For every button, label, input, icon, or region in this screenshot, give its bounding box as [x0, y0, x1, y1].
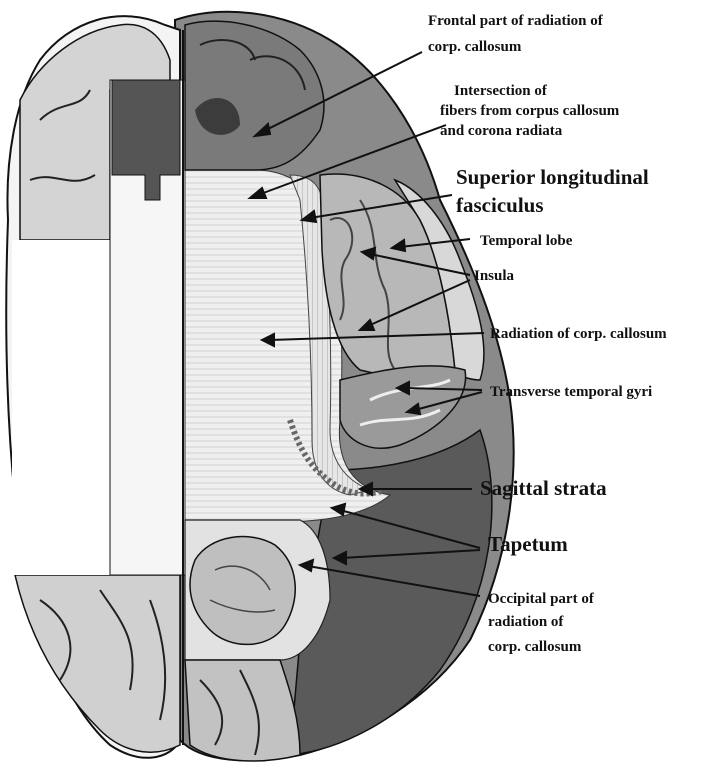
- label-occipital-radiation-3: corp. callosum: [488, 639, 582, 655]
- transverse-temporal-gyri: [339, 365, 467, 449]
- label-intersection: Intersection of: [454, 83, 548, 99]
- label-transverse-gyri: Transverse temporal gyri: [490, 384, 652, 400]
- left-frontal-gyri: [19, 23, 171, 241]
- label-intersection-2: fibers from corpus callosum: [440, 103, 620, 119]
- label-frontal-radiation: Frontal part of radiation of: [428, 13, 604, 29]
- label-occipital-radiation: Occipital part of: [488, 591, 595, 607]
- frontal-cut-block: [111, 79, 181, 201]
- sagittal-strata: [287, 419, 386, 497]
- label-slf-2: fasciculus: [456, 193, 544, 217]
- label-temporal-lobe: Temporal lobe: [480, 233, 573, 249]
- label-intersection-3: and corona radiata: [440, 123, 563, 139]
- occipital-horn: [189, 535, 296, 646]
- left-occipital-gyri: [14, 574, 181, 753]
- brain-illustration: [5, 10, 515, 762]
- occipital-gyri: [184, 659, 301, 762]
- label-tapetum: Tapetum: [488, 532, 568, 556]
- label-insula: Insula: [474, 268, 515, 284]
- label-radiation: Radiation of corp. callosum: [490, 326, 667, 342]
- label-occipital-radiation-2: radiation of: [488, 614, 564, 630]
- labels: Frontal part of radiation of corp. callo…: [428, 13, 667, 655]
- label-frontal-radiation-2: corp. callosum: [428, 39, 522, 55]
- label-sagittal-strata: Sagittal strata: [480, 476, 607, 500]
- pointer-lines: [247, 51, 485, 597]
- temporal-lobe: [393, 178, 485, 381]
- left-cut-surface: [12, 240, 112, 575]
- label-slf: Superior longitudinal: [456, 165, 649, 189]
